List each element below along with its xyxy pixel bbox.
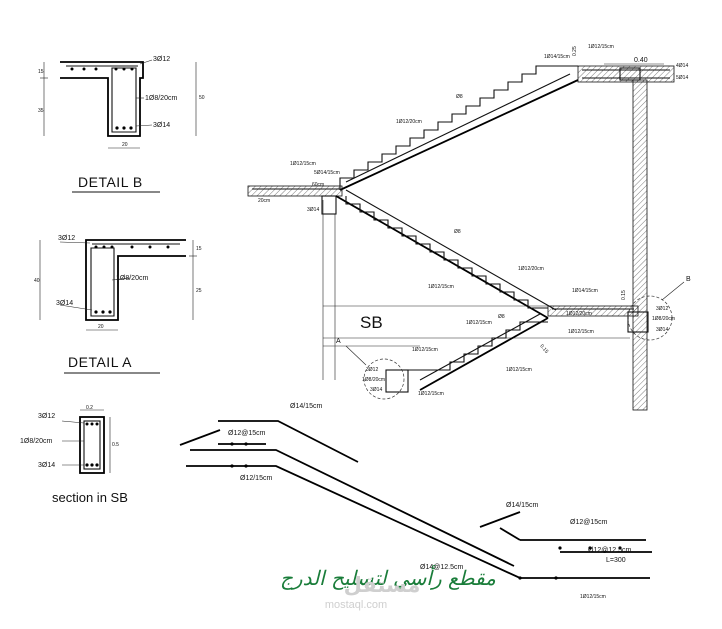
bar-mid-landing-main: 1Ø14/15cm <box>572 288 598 294</box>
detail-a-callout <box>363 358 405 400</box>
bar-label-c: Ø14/15cm <box>506 502 538 509</box>
lower-flight-steps <box>420 321 548 371</box>
dim-0-40: 0.40 <box>634 57 648 64</box>
dim-0-15-right: 0.15 <box>621 290 627 300</box>
bar-mid-landing-bottom: 1Ø12/15cm <box>568 329 594 335</box>
top-flight-steps <box>339 65 578 190</box>
bar-low-beam-stirrup: 1Ø8/20cm <box>362 377 385 383</box>
detail-a-dim-40: 40 <box>34 278 40 284</box>
bar-top-flight-top: 1Ø12/15cm <box>588 44 614 50</box>
detail-a-dim-15: 15 <box>196 246 202 252</box>
bar-label-f: 1Ø12/15cm <box>580 594 606 600</box>
middle-flight-soffit <box>335 195 549 319</box>
detail-a-dim-25: 25 <box>196 288 202 294</box>
bar-top-flight-main: 1Ø14/15cm <box>544 54 570 60</box>
bar-landing-top: 1Ø12/15cm <box>290 161 316 167</box>
detail-b-top-bars: 3Ø12 <box>153 56 170 63</box>
bar-landing-dist: 5Ø14/15cm <box>314 170 340 176</box>
bar-label-len: L=300 <box>606 557 626 564</box>
bar-right-top-a: 4Ø14 <box>676 63 688 69</box>
bar-mid-landing-dist: 1Ø12/20cm <box>566 311 592 317</box>
bar-low-flight-main: 1Ø12/15cm <box>412 347 438 353</box>
mostaql-logo: مستقل <box>344 573 421 597</box>
bar-top-segment <box>218 420 359 463</box>
bar-right-beam-bottom: 3Ø14 <box>656 327 668 333</box>
bar-phi8-a: Ø8 <box>456 94 463 100</box>
dim-0-15-mid: 0.15 <box>538 343 549 354</box>
bar-label-top: Ø14/15cm <box>290 403 322 410</box>
bar-right-beam-top: 3Ø12 <box>656 306 668 312</box>
bar-low-landing: 1Ø12/15cm <box>506 367 532 373</box>
section-sb: 3Ø12 1Ø8/20cm 3Ø14 0.2 0.5 section in SB <box>20 405 128 505</box>
mostaql-site: mostaql.com <box>325 599 387 611</box>
detail-b-dim-15: 15 <box>38 69 44 75</box>
bar-label-e: Ø12@12.5cm <box>588 547 631 554</box>
bar-label-b: Ø12/15cm <box>240 475 272 482</box>
label-b: B <box>686 276 691 283</box>
bar-mid-flight-dist: 1Ø12/20cm <box>518 266 544 272</box>
detail-b-dim-50: 50 <box>199 95 205 101</box>
bar-top-flight-dist: 1Ø12/20cm <box>396 119 422 125</box>
bar-low-beam-bottom: 3Ø14 <box>370 387 382 393</box>
detail-b-title: DETAIL B <box>78 174 143 190</box>
detail-b-bottom-bars: 3Ø14 <box>153 122 170 129</box>
bar-phi8-c: Ø8 <box>498 314 505 320</box>
bar-mid-flight-main: 1Ø12/15cm <box>428 284 454 290</box>
bar-low-flight-top: 1Ø12/15cm <box>466 320 492 326</box>
bar-phi8-b: Ø8 <box>454 229 461 235</box>
detail-b: 3Ø12 1Ø8/20cm 3Ø14 15 35 50 20 DETAIL B <box>38 56 205 193</box>
lower-landing-slab <box>547 305 639 317</box>
section-sb-stirrup <box>83 420 101 470</box>
detail-b-stirrup <box>66 65 138 133</box>
section-sb-dim-height: 0.5 <box>112 442 119 448</box>
sb-label: SB <box>360 313 383 332</box>
label-a: A <box>336 338 341 345</box>
detail-a-bottom-bars: 3Ø14 <box>56 300 73 307</box>
detail-a-dim-20: 20 <box>98 324 104 330</box>
middle-landing-slab <box>247 185 343 197</box>
detail-b-callout <box>627 295 673 341</box>
stair-elevation: SB A B 0.25 0.40 0.15 0.15 20cm 60cm 1Ø1… <box>247 44 691 411</box>
bar-right-top-b: 5Ø14 <box>676 75 688 81</box>
detail-a-top-bars: 3Ø12 <box>58 235 75 242</box>
dim-20cm: 20cm <box>258 198 270 204</box>
detail-a-stirrups: 1Ø8/20cm <box>116 275 148 282</box>
bar-label-a: Ø12@15cm <box>228 430 266 437</box>
section-sb-bottom-bars: 3Ø14 <box>38 462 55 469</box>
detail-a: 3Ø12 1Ø8/20cm 3Ø14 40 15 25 20 DETAIL A <box>34 235 202 374</box>
bar-low-flight-bottom: 1Ø12/15cm <box>418 391 444 397</box>
bar-landing-bottom: 3Ø14 <box>307 207 319 213</box>
detail-a-title: DETAIL A <box>68 354 132 370</box>
dim-60cm: 60cm <box>312 182 324 188</box>
detail-b-dim-20: 20 <box>122 142 128 148</box>
detail-a-stirrup <box>90 243 180 317</box>
section-sb-dim-width: 0.2 <box>86 405 93 411</box>
detail-a-beam-outline <box>85 239 186 321</box>
middle-flight-steps <box>345 196 548 309</box>
bar-right-beam-stirrup: 1Ø8/20cm <box>652 316 675 322</box>
bar-low-beam-top: 3Ø12 <box>366 367 378 373</box>
section-sb-top-bars: 3Ø12 <box>38 413 55 420</box>
section-sb-stirrups: 1Ø8/20cm <box>20 438 52 445</box>
detail-b-beam-outline <box>60 61 144 137</box>
section-sb-outline <box>79 416 105 474</box>
detail-b-dim-35: 35 <box>38 108 44 114</box>
top-flight-soffit <box>339 79 579 191</box>
detail-b-stirrups: 1Ø8/20cm <box>145 95 177 102</box>
arabic-caption: مقطع رأسي لتسليح الدرج <box>280 565 496 590</box>
section-sb-title: section in SB <box>52 490 128 505</box>
right-wall <box>632 79 648 411</box>
bar-label-d: Ø12@15cm <box>570 519 608 526</box>
lower-flight-soffit <box>419 317 549 391</box>
bar-bending-diagram: Ø14/15cm Ø12@15cm Ø12/15cm Ø14/15cm Ø12@… <box>179 403 652 600</box>
bar-label-bottom: Ø14@12.5cm <box>420 564 463 571</box>
dim-0-25: 0.25 <box>572 46 578 56</box>
